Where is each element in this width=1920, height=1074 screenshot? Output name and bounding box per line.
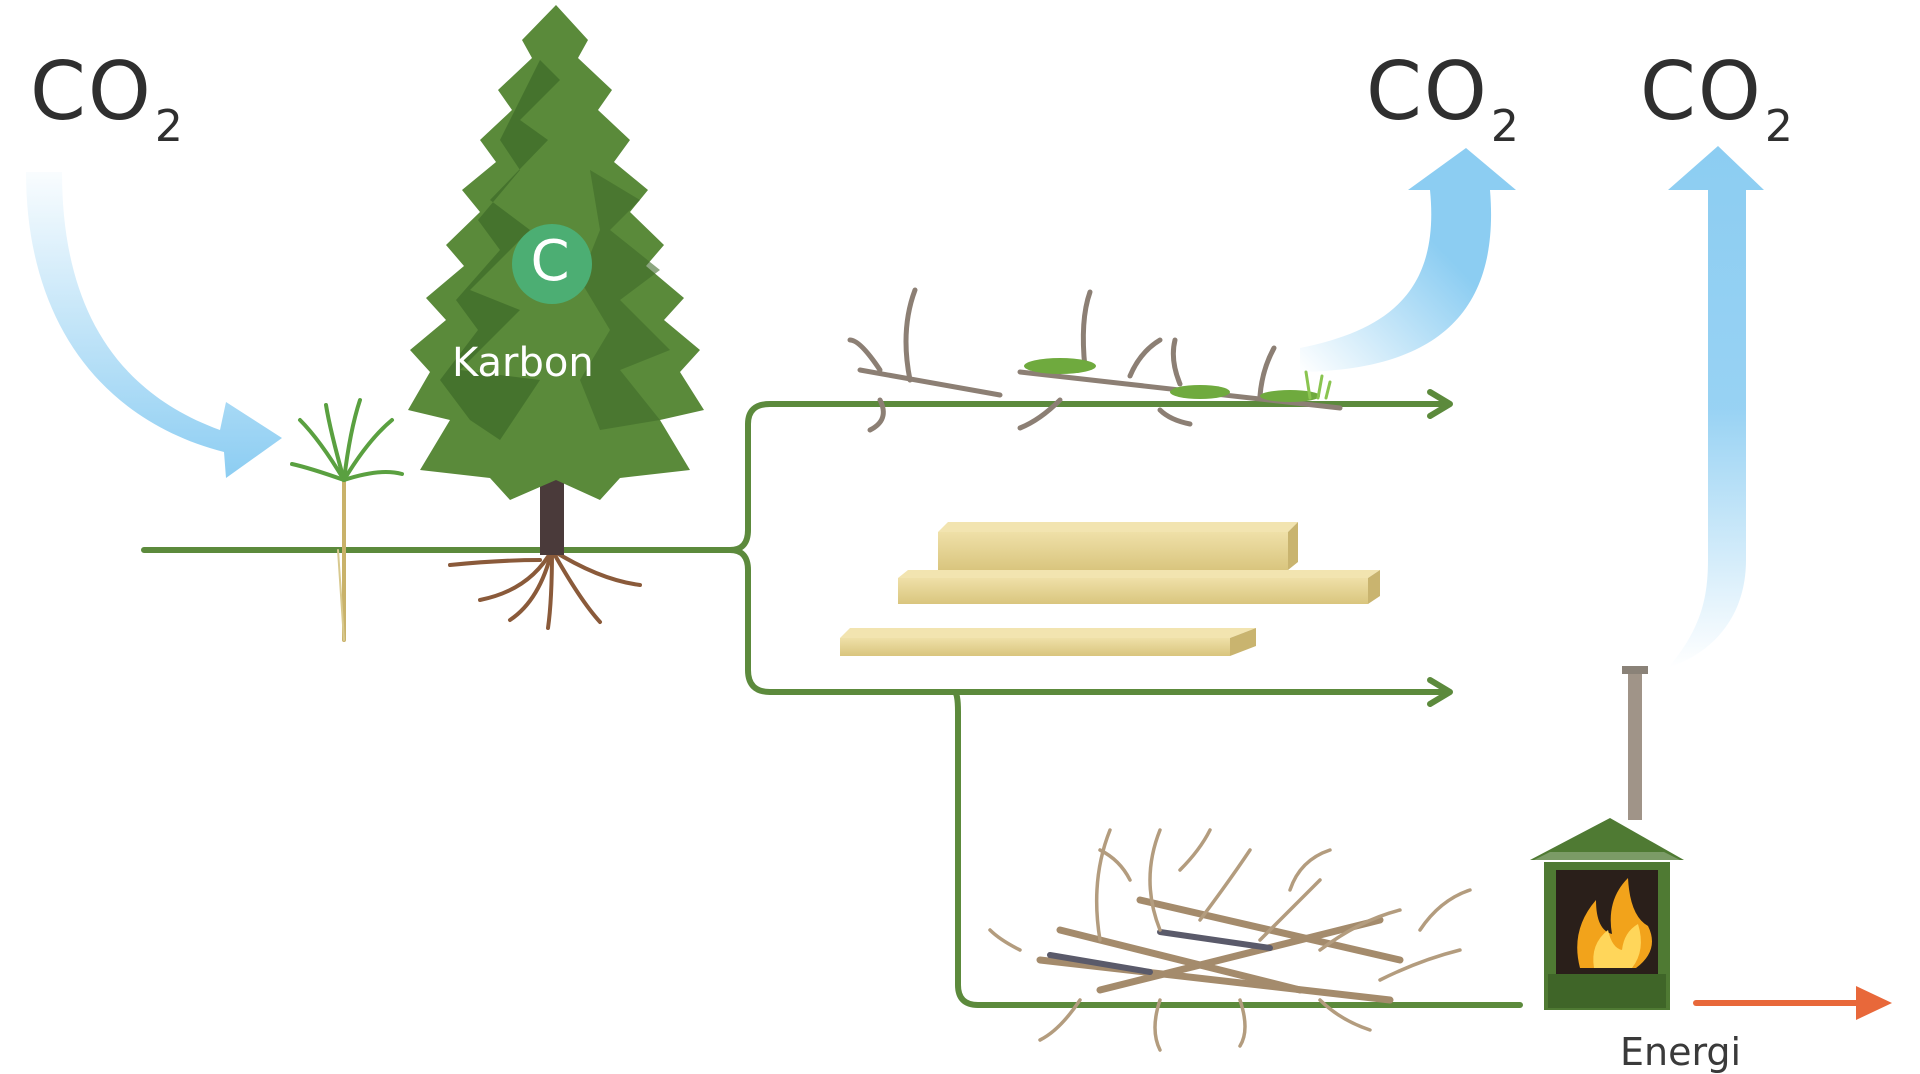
co2-text: CO [1640, 45, 1763, 138]
flow-arrowhead-lumber [1427, 677, 1453, 707]
branch-pile-icon [988, 828, 1472, 1052]
co2-label-absorb: CO2 [30, 52, 185, 149]
plank-top [938, 522, 1298, 570]
co2-release-arrow-stove [1668, 146, 1764, 668]
flow-lines [141, 389, 1523, 1008]
co2-subscript: 2 [1490, 101, 1521, 152]
co2-subscript: 2 [154, 101, 185, 152]
carbon-badge-icon [512, 224, 592, 304]
stove-icon [1530, 666, 1684, 1010]
flow-line-branches [951, 689, 1523, 1008]
fire-icon [1577, 878, 1652, 968]
co2-label-stove: CO2 [1640, 52, 1795, 149]
energy-arrow [1693, 986, 1892, 1020]
energi-label: Energi [1620, 1030, 1742, 1074]
co2-label-deadwood: CO2 [1366, 52, 1521, 149]
karbon-label: Karbon [452, 340, 594, 386]
co2-release-arrow-deadwood [1300, 148, 1516, 372]
lumber-icon [840, 522, 1380, 656]
co2-absorb-arrow [26, 172, 282, 478]
co2-subscript: 2 [1764, 101, 1795, 152]
tree-icon [408, 5, 704, 630]
chimney [1628, 672, 1642, 820]
tree-roots [448, 548, 642, 630]
co2-text: CO [1366, 45, 1489, 138]
seedling-icon [290, 398, 404, 642]
co2-text: CO [30, 45, 153, 138]
plank-bottom [840, 628, 1256, 656]
flow-arrowhead-deadwood [1427, 389, 1453, 419]
deadwood-icon [847, 287, 1343, 433]
carbon-letter: C [530, 229, 570, 294]
flow-line-lumber [727, 547, 1448, 695]
plank-middle [898, 570, 1380, 604]
